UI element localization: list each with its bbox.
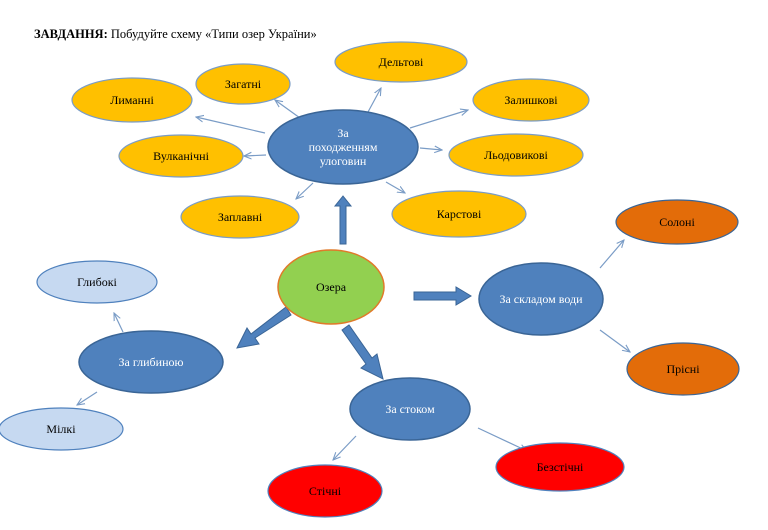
arrow-to-lymanni xyxy=(196,117,266,134)
water-item-prisni: Прісні xyxy=(626,342,740,396)
arrow-to-hlyboki xyxy=(114,313,124,333)
block-arrow-down-left xyxy=(236,306,292,349)
origin-item-label: Лиманні xyxy=(110,93,154,107)
depth-title: За глибиною xyxy=(119,355,184,369)
other-connectors xyxy=(77,240,630,460)
task-heading: ЗАВДАННЯ: Побудуйте схему «Типи озер Укр… xyxy=(34,27,317,42)
origin-item-label: Залишкові xyxy=(504,93,558,107)
center-node: Озера xyxy=(277,249,385,325)
water-item-label: Солоні xyxy=(659,215,695,229)
arrow-to-stichni xyxy=(333,435,357,460)
runoff-item-stichni: Стічні xyxy=(267,464,383,518)
arrow-to-lodovykovi xyxy=(419,148,442,150)
origin-item-label: Заплавні xyxy=(218,210,263,224)
origin-items: Дельтові Загатні Лиманні Залишкові Вулка… xyxy=(71,41,590,239)
arrow-to-milki xyxy=(77,391,98,405)
center-label: Озера xyxy=(316,280,347,294)
task-text: Побудуйте схему «Типи озер України» xyxy=(110,27,317,41)
origin-item-deltovi: Дельтові xyxy=(334,41,468,83)
arrow-to-deltovi xyxy=(367,88,381,113)
origin-title-line-1: За xyxy=(337,126,349,140)
depth-category-node: За глибиною xyxy=(78,330,224,394)
arrow-to-zalyshkovi xyxy=(409,110,468,129)
origin-item-label: Загатні xyxy=(225,77,262,91)
depth-item-hlyboki: Глибокі xyxy=(36,260,158,304)
runoff-category-node: За стоком xyxy=(349,377,471,441)
arrow-to-bezstichni xyxy=(477,427,527,451)
depth-item-milki: Мілкі xyxy=(0,407,124,451)
runoff-items: Безстічні Стічні xyxy=(267,442,625,518)
origin-item-lymanni: Лиманні xyxy=(71,77,193,123)
origin-connectors xyxy=(196,88,468,199)
origin-item-karstovi: Карстові xyxy=(391,190,527,238)
depth-items: Глибокі Мілкі xyxy=(0,260,158,451)
origin-title-line-2: походженням xyxy=(309,140,378,154)
block-arrow-right xyxy=(413,286,472,306)
runoff-item-label: Стічні xyxy=(309,484,342,498)
origin-title-line-3: улоговин xyxy=(320,154,367,168)
water-category-node: За складом води xyxy=(478,262,604,336)
water-item-soloni: Солоні xyxy=(615,199,739,245)
task-label: ЗАВДАННЯ: xyxy=(34,27,108,41)
origin-category-node: За походженням улоговин xyxy=(267,109,419,185)
block-arrow-down xyxy=(341,324,384,380)
origin-item-label: Карстові xyxy=(437,207,482,221)
origin-item-vulkanichni: Вулканічні xyxy=(118,134,244,178)
origin-item-label: Дельтові xyxy=(379,55,424,69)
origin-item-zalyshkovi: Залишкові xyxy=(472,78,590,122)
arrow-to-soloni xyxy=(599,240,624,269)
runoff-title: За стоком xyxy=(385,402,435,416)
origin-item-zaplavni: Заплавні xyxy=(180,195,300,239)
arrow-to-zaplavni xyxy=(296,182,314,199)
block-arrows xyxy=(236,195,472,380)
origin-item-label: Льодовикові xyxy=(484,148,548,162)
arrow-to-prisni xyxy=(599,329,630,352)
runoff-item-bezstichni: Безстічні xyxy=(495,442,625,492)
arrow-to-vulkanichni xyxy=(244,155,267,156)
arrow-to-karstovi xyxy=(385,181,405,193)
block-arrow-up xyxy=(333,195,353,245)
runoff-item-label: Безстічні xyxy=(537,460,584,474)
water-item-label: Прісні xyxy=(666,362,700,376)
origin-item-lodovykovi: Льодовикові xyxy=(448,133,584,177)
origin-item-zahatni: Загатні xyxy=(195,63,291,105)
depth-item-label: Мілкі xyxy=(46,422,76,436)
water-items: Солоні Прісні xyxy=(615,199,740,396)
water-title: За складом води xyxy=(499,292,583,306)
depth-item-label: Глибокі xyxy=(77,275,117,289)
arrow-to-zahatni xyxy=(275,100,301,119)
origin-item-label: Вулканічні xyxy=(153,149,209,163)
